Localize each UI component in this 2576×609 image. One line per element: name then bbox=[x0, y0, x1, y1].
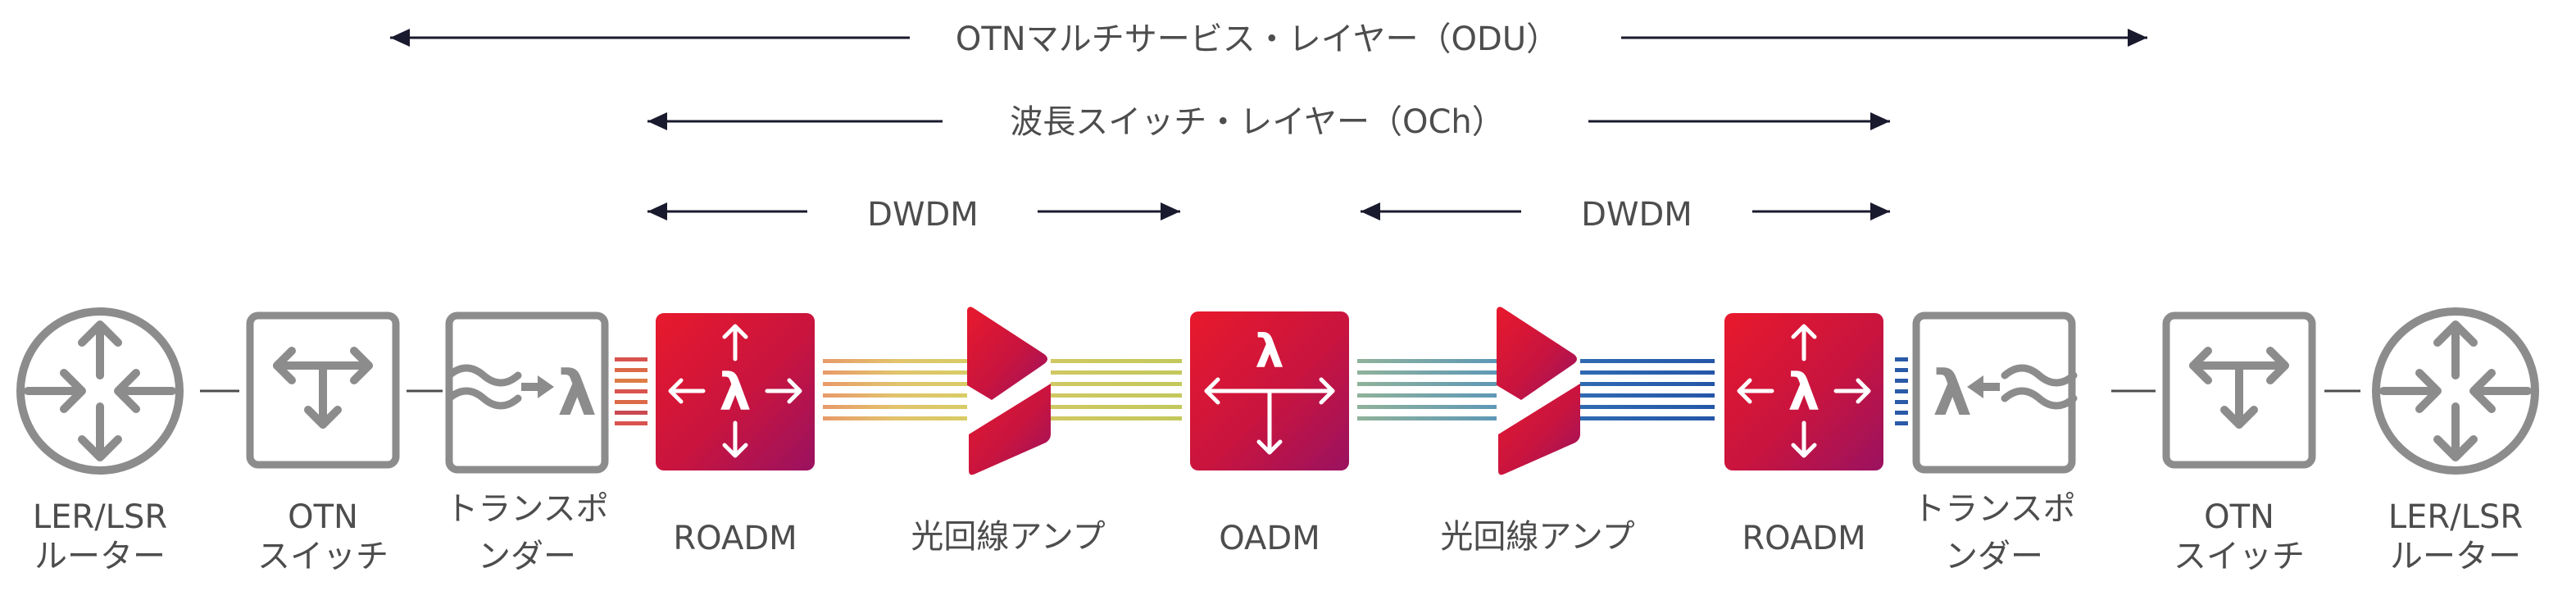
otn-switch-box bbox=[2162, 311, 2316, 469]
amp-left-label: 光回線アンプ bbox=[911, 518, 1105, 556]
transponder-right-label-line2: ンダー bbox=[1945, 538, 2043, 575]
dwdm-right-arrowhead-left bbox=[1361, 202, 1380, 220]
amplifier-lower-triangle bbox=[969, 384, 1051, 475]
arrow-right-icon bbox=[521, 375, 554, 398]
och-arrowhead-left bbox=[647, 112, 667, 130]
transponder-box bbox=[1912, 311, 2076, 474]
roadm-left: λ ROADM bbox=[656, 313, 815, 557]
amplifier-right: 光回線アンプ bbox=[1440, 307, 1635, 556]
amplifier-lower-triangle bbox=[1498, 384, 1580, 475]
och-layer-label: 波長スイッチ・レイヤー（OCh） bbox=[1010, 103, 1505, 141]
roadm-right-label: ROADM bbox=[1742, 520, 1865, 557]
lambda-icon: λ bbox=[719, 362, 751, 422]
fiber-roadm-amp-left bbox=[823, 359, 967, 420]
router-left-label-line1: LER/LSR bbox=[33, 498, 167, 536]
transponder-right: λ トランスポ ンダー bbox=[1912, 311, 2078, 575]
och-span: 波長スイッチ・レイヤー（OCh） bbox=[647, 103, 1890, 141]
router-right-label-line1: LER/LSR bbox=[2388, 498, 2523, 536]
odu-layer-label: OTNマルチサービス・レイヤー（ODU） bbox=[956, 20, 1559, 58]
transponder-right-label-line1: トランスポ bbox=[1912, 490, 2075, 528]
dwdm-left-arrowhead-right bbox=[1161, 202, 1180, 220]
dwdm-right-span: DWDM bbox=[1361, 196, 1890, 234]
roadm-left-label: ROADM bbox=[673, 520, 797, 557]
arrow-left-icon bbox=[1967, 375, 2000, 398]
router-icon bbox=[2372, 307, 2539, 475]
otn-switch-left: OTN スイッチ bbox=[246, 311, 400, 575]
lambda-icon: λ bbox=[557, 357, 597, 429]
wave-icon bbox=[2001, 364, 2078, 410]
roadm-box bbox=[1724, 313, 1883, 470]
amplifier-upper-triangle bbox=[1497, 307, 1577, 400]
switch-t-icon bbox=[273, 347, 373, 429]
fiber-amp-roadm-right bbox=[1580, 359, 1715, 420]
wave-icon bbox=[445, 364, 522, 410]
otn-right-label-line1: OTN bbox=[2204, 498, 2274, 536]
dwdm-left-label: DWDM bbox=[867, 196, 979, 234]
odu-arrowhead-left bbox=[390, 29, 410, 47]
transponder-left-label-line1: トランスポ bbox=[445, 490, 608, 528]
dwdm-left-span: DWDM bbox=[647, 196, 1180, 234]
otn-switch-right: OTN スイッチ bbox=[2162, 311, 2316, 575]
transponder-box bbox=[445, 311, 609, 474]
dwdm-right-arrowhead-right bbox=[1870, 202, 1890, 220]
cross-arrows-icon bbox=[668, 324, 802, 458]
transponder-left-label-line2: ンダー bbox=[478, 538, 576, 575]
dwdm-left-arrowhead-left bbox=[647, 202, 667, 220]
oadm: λ OADM bbox=[1190, 311, 1349, 557]
add-drop-arrows-icon bbox=[1204, 377, 1335, 455]
lambda-icon: λ bbox=[1933, 357, 1972, 429]
odu-arrowhead-right bbox=[2128, 29, 2147, 47]
router-left-label-line2: ルーター bbox=[34, 538, 166, 575]
otn-switch-box bbox=[246, 311, 400, 469]
otn-left-label-line1: OTN bbox=[288, 498, 358, 536]
amplifier-upper-triangle bbox=[967, 307, 1047, 400]
cross-arrows-icon bbox=[1737, 324, 1871, 458]
odu-span: OTNマルチサービス・レイヤー（ODU） bbox=[390, 20, 2147, 58]
amp-right-label: 光回線アンプ bbox=[1440, 518, 1634, 556]
fiber-oadm-amp-right bbox=[1357, 359, 1497, 420]
lambda-icon: λ bbox=[1255, 325, 1283, 379]
router-left: LER/LSR ルーター bbox=[16, 307, 184, 575]
fiber-amp-oadm-left bbox=[1051, 359, 1182, 420]
dwdm-right-label: DWDM bbox=[1581, 196, 1692, 234]
fiber-transponder-roadm-left bbox=[615, 357, 647, 425]
switch-t-icon bbox=[2189, 347, 2289, 429]
router-right: LER/LSR ルーター bbox=[2372, 307, 2539, 575]
oadm-label: OADM bbox=[1219, 520, 1320, 557]
roadm-right: λ ROADM bbox=[1724, 313, 1883, 557]
lambda-icon: λ bbox=[1788, 362, 1820, 422]
otn-right-label-line2: スイッチ bbox=[2174, 538, 2305, 575]
router-icon bbox=[16, 307, 184, 475]
fiber-roadm-transponder-right bbox=[1895, 357, 1908, 425]
transponder-left: λ トランスポ ンダー bbox=[445, 311, 609, 575]
otn-left-label-line2: スイッチ bbox=[257, 538, 388, 575]
amplifier-left: 光回線アンプ bbox=[911, 307, 1106, 556]
och-arrowhead-right bbox=[1870, 112, 1890, 130]
router-right-label-line2: ルーター bbox=[2390, 538, 2521, 575]
roadm-box bbox=[656, 313, 815, 470]
